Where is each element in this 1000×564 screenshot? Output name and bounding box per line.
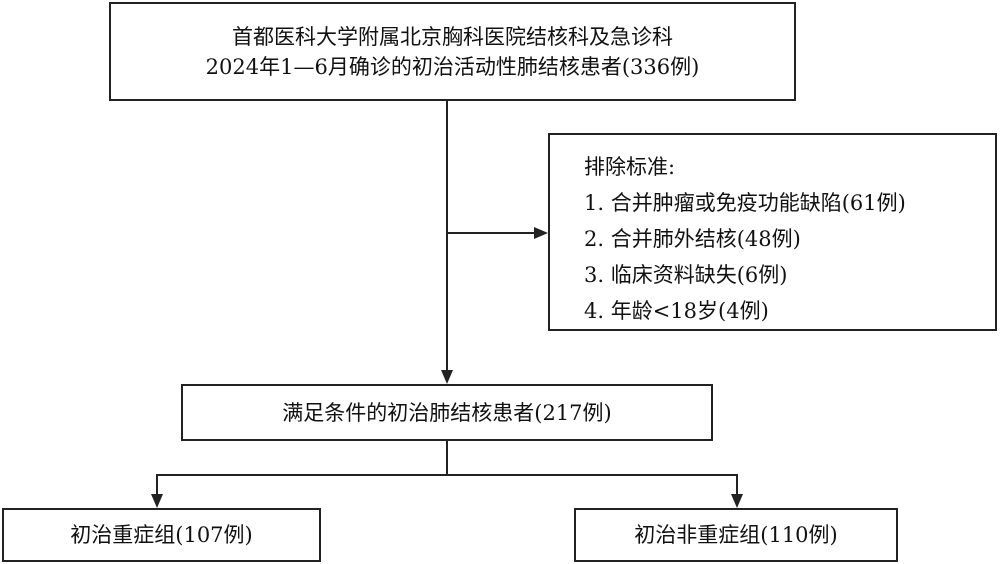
connector-right-down [736, 474, 738, 496]
connector-left-down [156, 474, 158, 496]
enrolled-patients-line2: 2024年1—6月确诊的初治活动性肺结核患者(336例) [205, 54, 700, 79]
exclusion-item-2: 2. 合并肺外结核(48例) [584, 227, 801, 251]
exclusion-item-1: 1. 合并肿瘤或免疫功能缺陷(61例) [584, 191, 906, 215]
arrow-to-middle-box [441, 370, 453, 384]
severe-group-label: 初治重症组(107例) [70, 523, 253, 547]
severe-group-box: 初治重症组(107例) [2, 508, 321, 562]
non-severe-group-label: 初治非重症组(110例) [634, 523, 838, 547]
connector-top-to-middle [446, 101, 448, 371]
non-severe-group-box: 初治非重症组(110例) [574, 508, 898, 562]
arrow-to-severe-group [151, 494, 163, 508]
exclusion-item-3: 3. 临床资料缺失(6例) [584, 263, 788, 287]
connector-horizontal-split [157, 474, 737, 476]
exclusion-criteria-box: 排除标准: 1. 合并肿瘤或免疫功能缺陷(61例) 2. 合并肺外结核(48例)… [548, 133, 997, 331]
connector-middle-down [446, 441, 448, 475]
eligible-patients-box: 满足条件的初治肺结核患者(217例) [181, 384, 713, 441]
exclusion-criteria-title: 排除标准: [584, 155, 676, 179]
enrolled-patients-line1: 首都医科大学附属北京胸科医院结核科及急诊科 [232, 24, 673, 49]
arrow-to-exclusion-box [534, 227, 548, 239]
arrow-to-non-severe-group [731, 494, 743, 508]
exclusion-item-4: 4. 年龄<18岁(4例) [584, 299, 769, 323]
eligible-patients-label: 满足条件的初治肺结核患者(217例) [282, 400, 612, 425]
enrolled-patients-box: 首都医科大学附属北京胸科医院结核科及急诊科 2024年1—6月确诊的初治活动性肺… [109, 2, 796, 101]
connector-to-exclusion [447, 232, 535, 234]
